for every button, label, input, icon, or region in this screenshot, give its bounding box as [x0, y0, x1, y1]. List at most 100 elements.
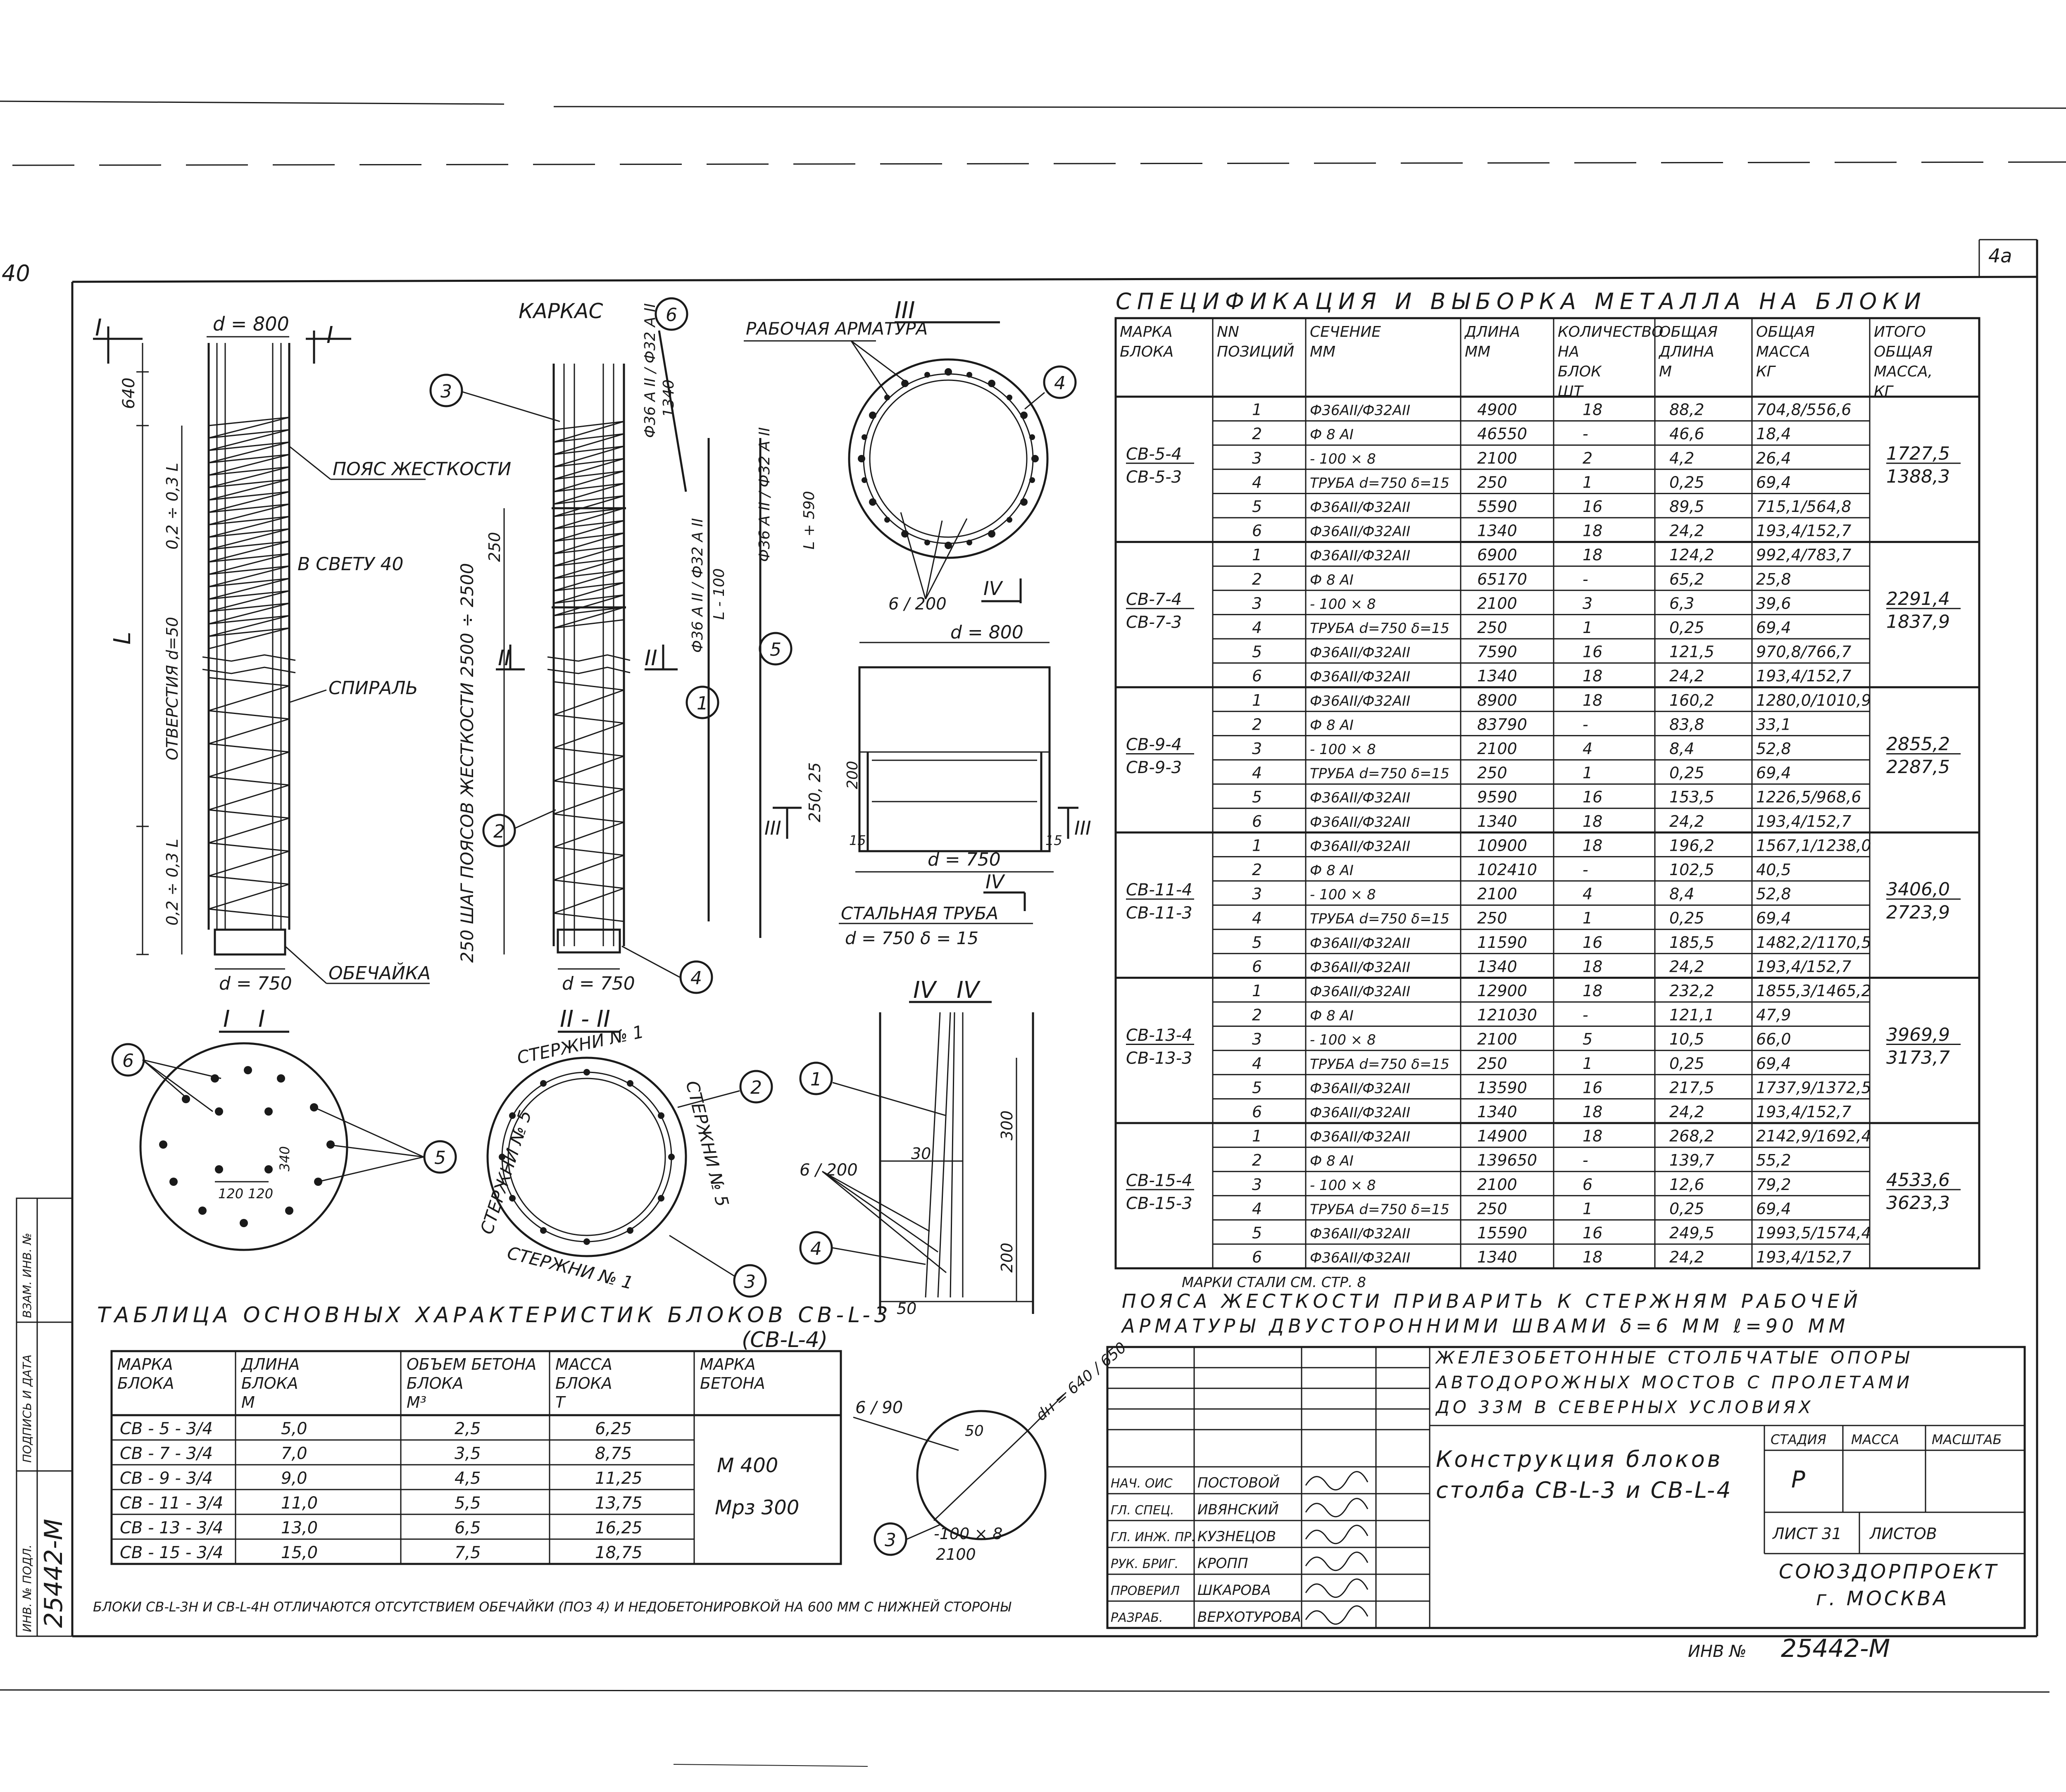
blocks-title2: (СВ-L-4) [742, 1328, 828, 1352]
spec-cell: 18 [1583, 546, 1602, 564]
spec-cell: Ф36АII/Ф32АII [1310, 645, 1410, 661]
svg-text:6: 6 [666, 305, 677, 326]
tb-role-name: КРОПП [1197, 1555, 1248, 1572]
spec-cell: 1 [1252, 836, 1262, 854]
spec-cell: Ф36АII/Ф32АII [1310, 1250, 1410, 1266]
spec-cell: 1 [1252, 1127, 1262, 1145]
blocks-cell: 6,5 [455, 1518, 481, 1537]
spec-cell: 250 [1477, 1199, 1507, 1218]
spec-block-mark: СВ-13-3 [1126, 1049, 1192, 1068]
spec-cell: 6 [1252, 667, 1262, 685]
blocks-cell: 11,0 [281, 1494, 318, 1513]
weld-note: ПОЯСА ЖЕСТКОСТИ ПРИВАРИТЬ К СТЕРЖНЯМ РАБ… [1121, 1290, 1862, 1337]
label-rods-1-bottom: СТЕРЖНИ № 1 [505, 1242, 636, 1293]
spec-header: ММ [1310, 343, 1335, 360]
spec-cell: 52,8 [1756, 740, 1791, 758]
tb-title-2: столба СВ-L-3 и СВ-L-4 [1436, 1477, 1733, 1503]
spec-cell: Ф36АII/Ф32АII [1310, 524, 1410, 540]
tb-stage-label: СТАДИЯ [1771, 1432, 1826, 1447]
spec-cell: 217,5 [1669, 1078, 1714, 1097]
spec-grid: МАРКАБЛОКАNNПОЗИЦИЙСЕЧЕНИЕММДЛИНАММКОЛИЧ… [1114, 317, 1980, 1270]
spec-cell: Ф36АII/Ф32АII [1310, 814, 1410, 831]
spec-cell: 2100 [1477, 885, 1517, 903]
spec-header: НА [1558, 343, 1579, 360]
spec-cell: - 100 × 8 [1310, 451, 1376, 467]
spec-cell: 89,5 [1669, 497, 1704, 516]
tb-stage: Р [1791, 1466, 1805, 1493]
dim-200-joint: 200 [844, 761, 861, 789]
spec-cell: 250 [1477, 619, 1507, 637]
tb-role-position: РАЗРАБ. [1111, 1611, 1163, 1625]
blocks-header: БЛОКА [555, 1374, 612, 1392]
blocks-header: БЛОКА [407, 1374, 464, 1392]
callout-bubble: 2 [482, 814, 516, 847]
dim-300: 300 [998, 1110, 1016, 1140]
tb-role-position: ГЛ. СПЕЦ. [1111, 1503, 1174, 1518]
spec-total-mass: 2855,2 [1886, 734, 1950, 755]
spec-cell: 0,25 [1669, 764, 1704, 782]
spec-cell: Ф36АII/Ф32АII [1310, 1080, 1410, 1097]
spec-cell: Ф36АII/Ф32АII [1310, 1226, 1410, 1242]
spec-cell: 8900 [1477, 691, 1517, 709]
margin-mark: 40 [2, 260, 30, 286]
spec-cell: 26,4 [1756, 449, 1791, 467]
cage-title: КАРКАС [519, 299, 603, 323]
spec-cell: Ф36АII/Ф32АII [1310, 959, 1410, 976]
rebar-6-len: 1340 [660, 379, 677, 417]
dim-120-a: 120 [218, 1186, 243, 1202]
weld-6-90: 6 / 90 [855, 1398, 903, 1417]
spec-total-mass: 2291,4 [1886, 588, 1950, 609]
blocks-header: БЕТОНА [700, 1374, 765, 1392]
spec-cell: 2100 [1477, 449, 1517, 467]
weld-note-line2: АРМАТУРЫ ДВУСТОРОННИМИ ШВАМИ δ=6 ММ ℓ=90… [1121, 1315, 1849, 1337]
spec-cell: 160,2 [1669, 691, 1714, 709]
spec-header: ОБЩАЯ [1756, 324, 1815, 340]
spec-cell: 232,2 [1669, 982, 1714, 1000]
weld-note-line1: ПОЯСА ЖЕСТКОСТИ ПРИВАРИТЬ К СТЕРЖНЯМ РАБ… [1122, 1290, 1862, 1312]
tb-role-name: КУЗНЕЦОВ [1197, 1528, 1276, 1545]
spec-cell: ТРУБА d=750 δ=15 [1310, 620, 1450, 637]
blocks-cell: 4,5 [455, 1469, 481, 1488]
spec-cell: 18 [1583, 812, 1602, 831]
spec-cell: 6 [1252, 1248, 1262, 1266]
spec-cell: 39,6 [1756, 594, 1791, 612]
spec-header: МАССА [1756, 343, 1810, 360]
spec-cell: 52,8 [1756, 885, 1791, 903]
spec-block-mark: СВ-9-4 [1126, 735, 1182, 754]
tb-role-position: ГЛ. ИНЖ. ПР. [1111, 1530, 1195, 1544]
spec-cell: 250 [1477, 764, 1507, 782]
spec-block-mark: СВ-7-3 [1126, 613, 1182, 632]
spec-cell: 16 [1583, 643, 1602, 661]
tb-scale-label: МАСШТАБ [1932, 1432, 2002, 1447]
section-ii: II - II СТЕРЖНИ № 1 СТЕРЖНИ № 1 СТЕРЖНИ … [476, 1006, 740, 1293]
tb-sheets: ЛИСТОВ [1869, 1525, 1937, 1543]
stamp-replace-label: ВЗАМ. ИНВ. № [20, 1233, 34, 1318]
signature-mark [1305, 1552, 1369, 1571]
spec-header: КОЛИЧЕСТВО [1558, 324, 1663, 340]
signature-mark [1305, 1498, 1369, 1518]
label-clear: В СВЕТУ 40 [298, 554, 404, 575]
spec-cell: 69,4 [1756, 909, 1791, 927]
spec-total-mass: 1388,3 [1886, 466, 1950, 487]
spec-cell: 88,2 [1669, 401, 1704, 419]
spec-block-mark: СВ-9-3 [1126, 758, 1182, 777]
spec-cell: Ф 8 АI [1310, 572, 1354, 588]
dim-640: 640 [119, 378, 138, 409]
blocks-cell: 15,0 [281, 1543, 318, 1562]
dim-200-iv: 200 [998, 1242, 1016, 1273]
blocks-header: М³ [407, 1393, 426, 1411]
spec-cell: Ф36АII/Ф32АII [1310, 547, 1410, 564]
spec-cell: 5 [1252, 788, 1262, 806]
spec-cell: 121,1 [1669, 1006, 1714, 1024]
svg-text:2: 2 [750, 1077, 762, 1098]
spec-block-mark: СВ-13-4 [1126, 1026, 1192, 1045]
rebar-6-spec: Ф36 А II / Ф32 А II [642, 303, 659, 438]
tb-role-position: РУК. БРИГ. [1111, 1557, 1178, 1571]
blocks-cell: СВ - 11 - 3/4 [120, 1494, 223, 1513]
blocks-cell: 5,0 [281, 1419, 307, 1438]
signature-mark [1305, 1471, 1369, 1491]
spec-cell: 121030 [1477, 1006, 1537, 1024]
spec-cell: 69,4 [1756, 1054, 1791, 1073]
spec-cell: 18 [1583, 1103, 1602, 1121]
